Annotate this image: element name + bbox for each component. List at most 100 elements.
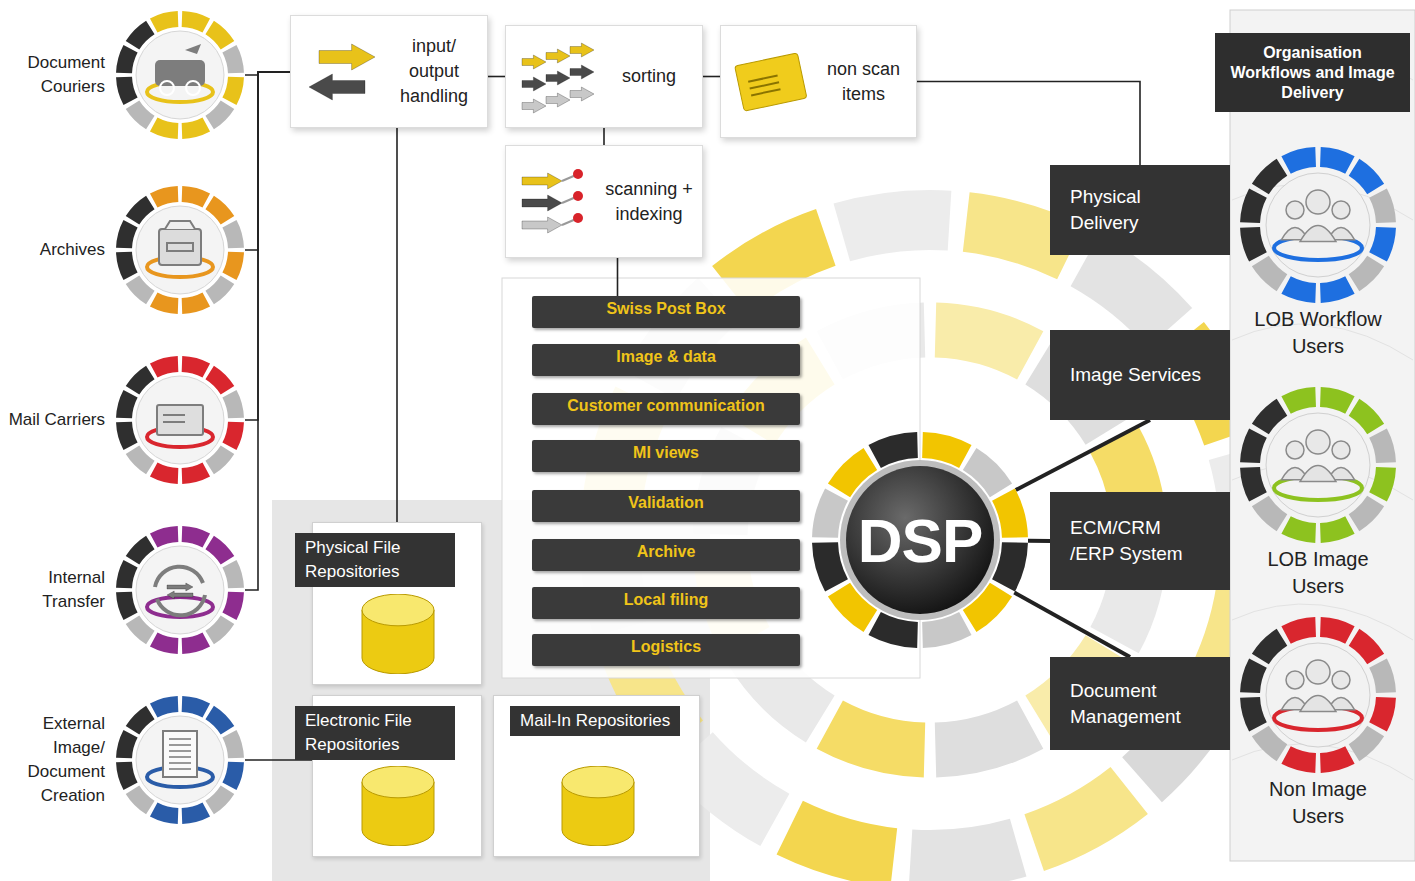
ring-segment xyxy=(133,790,151,808)
ring-segment xyxy=(935,330,1030,355)
wheel xyxy=(160,81,174,95)
node-label: Logistics xyxy=(538,634,794,660)
ring-segment xyxy=(124,564,131,588)
ring-segment xyxy=(1320,525,1350,533)
dark-node: Document Management xyxy=(1050,657,1230,750)
ring-segment xyxy=(210,790,228,808)
head-node: Organisation Workflows and Image Deliver… xyxy=(1215,33,1410,112)
user-node: LOB Image Users xyxy=(1233,380,1403,605)
arrow-icon xyxy=(546,71,570,85)
ring-segment xyxy=(210,280,228,298)
label-wrap: Archives xyxy=(5,180,105,320)
ring-segment xyxy=(922,623,965,634)
ring-segment xyxy=(229,564,236,588)
ring-segment xyxy=(124,592,131,616)
envelope-line xyxy=(750,82,779,88)
node-label: Mail-In Repositories xyxy=(520,709,670,733)
node-label: Document Management xyxy=(1070,678,1210,730)
ring-segment xyxy=(1354,407,1376,429)
arrow-icon xyxy=(546,93,570,107)
ring-segment xyxy=(124,224,131,248)
src-node: External Image/ Document Creation xyxy=(5,690,245,830)
node-label: DSP xyxy=(858,505,982,576)
ring-segment xyxy=(1378,697,1386,727)
label-wrap: Internal Transfer xyxy=(5,520,105,660)
user-disc xyxy=(1266,643,1370,747)
node-label: Electronic File Repositories xyxy=(305,709,445,757)
ring-segment xyxy=(210,620,228,638)
dark-node: Image Services xyxy=(1050,330,1230,420)
ring-segment xyxy=(825,495,836,538)
ring-segment xyxy=(1250,663,1258,693)
node-label: Customer communication xyxy=(538,393,794,419)
ring-segment xyxy=(124,734,131,758)
ring-segment xyxy=(154,19,178,26)
source-ring xyxy=(115,10,245,140)
ring-segment xyxy=(182,194,206,201)
ring-segment xyxy=(1320,627,1350,635)
cylinder-top xyxy=(362,766,434,798)
ring-segment xyxy=(133,713,151,731)
ring-segment xyxy=(210,203,228,221)
ring-segment xyxy=(1260,731,1282,753)
ring-segment xyxy=(154,534,178,541)
node-label: ECM/CRM /ERP System xyxy=(1070,515,1210,567)
connector xyxy=(245,72,290,590)
ring-segment xyxy=(1286,525,1316,533)
ring-segment xyxy=(182,124,206,131)
map-grid-line xyxy=(1232,604,1413,640)
node-label: External Image/ Document Creation xyxy=(5,712,105,808)
connector xyxy=(703,76,720,78)
envelope-group xyxy=(735,52,807,110)
dark-node: Physical Delivery xyxy=(1050,165,1230,255)
ring-segment xyxy=(1286,755,1316,763)
arrow-icon xyxy=(522,77,546,91)
folder xyxy=(165,221,195,229)
arrow-icon xyxy=(522,99,546,113)
ring-segment xyxy=(210,713,228,731)
src-node: Archives xyxy=(5,180,245,320)
ring-segment xyxy=(210,105,228,123)
connector xyxy=(245,72,290,250)
ring-segment xyxy=(124,422,131,446)
label-wrap: Document Couriers xyxy=(5,5,105,145)
box-icon xyxy=(301,31,385,115)
box-node: input/ output handling xyxy=(290,15,488,128)
node-label: LOB Workflow Users xyxy=(1248,306,1388,360)
ring-segment xyxy=(229,77,236,101)
node-label: Document Couriers xyxy=(5,51,105,99)
ring-segment xyxy=(1378,663,1386,693)
label-wrap: sorting xyxy=(602,26,696,127)
ring-segment xyxy=(1085,260,1170,328)
arrow-icon xyxy=(570,43,594,57)
envelope-line xyxy=(748,75,777,81)
repository-cylinder xyxy=(553,766,643,846)
ring-segment xyxy=(830,725,925,750)
document-line xyxy=(169,768,191,770)
cylinder-top xyxy=(562,766,634,798)
ring-segment xyxy=(133,543,151,561)
ring-segment xyxy=(229,592,236,616)
arrow-icon xyxy=(309,74,365,100)
ring-segment xyxy=(935,725,1030,750)
ring-segment xyxy=(922,445,965,456)
ring-segment xyxy=(182,19,206,26)
ring-segment xyxy=(182,364,206,371)
ring-segment xyxy=(154,704,178,711)
ring-segment xyxy=(1320,755,1350,763)
icon-disc xyxy=(136,376,224,464)
label-wrap: Mail Carriers xyxy=(5,350,105,490)
user-ring xyxy=(1233,610,1403,780)
bar-node: Image & data xyxy=(532,344,800,376)
node-label: Swiss Post Box xyxy=(538,296,794,322)
person-head xyxy=(1332,201,1350,219)
connector xyxy=(1016,420,1150,490)
ring-segment xyxy=(229,734,236,758)
ring-segment xyxy=(124,762,131,786)
ring-segment xyxy=(1320,157,1350,165)
ring-segment xyxy=(210,543,228,561)
ring-segment xyxy=(154,809,178,816)
ring-segment xyxy=(182,809,206,816)
label-wrap: non scan items xyxy=(817,26,910,137)
ring-segment xyxy=(1260,637,1282,659)
